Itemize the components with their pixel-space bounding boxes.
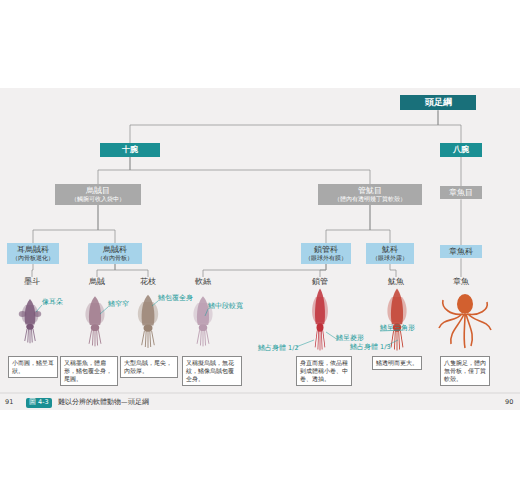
node-note: （觸腕可收入袋中） — [56, 195, 140, 203]
node-title: 八腕 — [442, 145, 480, 155]
tree-connector — [130, 110, 438, 143]
flying-squid-illustration — [387, 289, 406, 351]
leaf-box: 魷魚 — [381, 277, 411, 286]
arm-box: 十腕 — [100, 143, 160, 157]
tree-connector — [438, 110, 461, 143]
node-title: 烏賊科 — [89, 245, 141, 254]
node-title: 花枝 — [133, 277, 163, 286]
family-box: 魷科（眼球外露） — [366, 243, 414, 264]
node-title: 小而圓，鰭呈耳狀。 — [12, 359, 54, 375]
node-title: 軟絲 — [188, 277, 218, 286]
node-title: 章魚目 — [441, 188, 481, 197]
tree-connector — [97, 264, 115, 277]
tree-connector — [461, 157, 462, 186]
tree-connector — [32, 264, 33, 277]
node-title: 墨斗 — [17, 277, 47, 286]
callout-label: 鰭中段較寬 — [208, 303, 243, 311]
callout-label: 鰭呈三角形 — [380, 325, 415, 333]
loligo-squid-illustration — [312, 289, 328, 351]
cuttlefish-illustration — [138, 295, 158, 348]
callout-label: 像耳朵 — [42, 299, 63, 307]
node-note: （眼球外露） — [367, 254, 413, 262]
node-title: 又稱擬烏賊，無花紋，鰭像烏賊包覆全身。 — [186, 359, 238, 383]
leaf-box: 章魚 — [446, 277, 476, 286]
desc-box: 小而圓，鰭呈耳狀。 — [8, 356, 58, 378]
cuttlefish-illustration — [85, 296, 104, 346]
tree-connector — [130, 157, 370, 184]
footer-text: 圖 4-3 — [26, 398, 52, 408]
family-box: 鎖管科（眼球外有膜） — [301, 243, 351, 264]
node-title: 魷科 — [367, 245, 413, 254]
tree-connector — [390, 264, 396, 277]
node-title: 烏賊 — [82, 277, 112, 286]
leader-lines — [36, 301, 404, 347]
callout-label: 鰭窄窄 — [108, 301, 129, 309]
node-note: （體內有透明幾丁質軟殼） — [319, 195, 421, 203]
node-title: 又稱墨魚，體扁形，鰭包覆全身，尾圓。 — [64, 359, 114, 383]
node-title: 大型烏賊，尾尖，內殼厚。 — [124, 359, 174, 375]
tree-connector — [461, 199, 462, 245]
footer-text: 91 — [5, 399, 13, 407]
node-title: 管魷目 — [319, 186, 421, 195]
node-title: 身直而瘦，依品種到成體稱小卷、中卷、透抽。 — [300, 359, 348, 383]
octopus-illustration — [439, 294, 491, 348]
leaf-box: 烏賊 — [82, 277, 112, 286]
callout-label: 鰭占身體 1/2 — [258, 345, 299, 353]
tree-connector — [461, 258, 462, 277]
node-title: 魷魚 — [381, 277, 411, 286]
node-title: 鎖管 — [305, 277, 335, 286]
node-title: 頭足綱 — [402, 97, 474, 108]
callout-label: 鰭包覆全身 — [158, 295, 193, 303]
order-box: 管魷目（體內有透明幾丁質軟殼） — [318, 184, 422, 205]
leaf-box: 鎖管 — [305, 277, 335, 286]
node-title: 鎖管科 — [302, 245, 350, 254]
desc-box: 鰭透明而更大。 — [372, 356, 422, 370]
node-title: 十腕 — [102, 145, 158, 155]
footer-rule — [0, 393, 520, 394]
family-box: 耳烏賊科（內骨板退化） — [7, 243, 59, 264]
node-title: 烏賊目 — [56, 186, 140, 195]
desc-box: 又稱擬烏賊，無花紋，鰭像烏賊包覆全身。 — [182, 356, 242, 386]
footer-text: 難以分辨的軟體動物—頭足綱 — [58, 399, 149, 407]
leaf-box: 軟絲 — [188, 277, 218, 286]
node-note: （眼球外有膜） — [302, 254, 350, 262]
tree-connector — [326, 205, 370, 243]
footer-text: 90 — [505, 399, 513, 407]
callout-label: 鰭占身體 1/3 — [350, 344, 391, 352]
desc-box: 身直而瘦，依品種到成體稱小卷、中卷、透抽。 — [296, 356, 352, 386]
root-box: 頭足綱 — [400, 95, 476, 110]
order-box: 烏賊目（觸腕可收入袋中） — [55, 184, 141, 205]
desc-box: 八隻腕足，體內無骨板，僅丁質軟殼。 — [440, 356, 490, 386]
callout-label: 鰭呈菱形 — [336, 335, 364, 343]
node-note: （有內骨板） — [89, 254, 141, 262]
page-background — [0, 88, 520, 410]
order-box: 章魚目 — [440, 186, 482, 199]
node-title: 章魚 — [446, 277, 476, 286]
leaf-box: 花枝 — [133, 277, 163, 286]
desc-box: 大型烏賊，尾尖，內殼厚。 — [120, 356, 178, 378]
node-title: 耳烏賊科 — [8, 245, 58, 254]
bobtail-squid-illustration — [19, 299, 42, 343]
tree-connector — [33, 205, 98, 243]
node-title: 鰭透明而更大。 — [376, 359, 418, 367]
desc-box: 又稱墨魚，體扁形，鰭包覆全身，尾圓。 — [60, 356, 118, 386]
tree-connector — [115, 264, 148, 277]
tree-connector — [370, 205, 390, 243]
node-note: （內骨板退化） — [8, 254, 58, 262]
node-title: 章魚科 — [441, 247, 481, 256]
family-box: 烏賊科（有內骨板） — [88, 243, 142, 264]
tree-connector — [98, 157, 130, 184]
family-box: 章魚科 — [440, 245, 482, 258]
tree-connector — [203, 264, 326, 277]
tree-connector — [98, 205, 115, 243]
leaf-box: 墨斗 — [17, 277, 47, 286]
arm-box: 八腕 — [440, 143, 482, 157]
node-title: 八隻腕足，體內無骨板，僅丁質軟殼。 — [444, 359, 486, 383]
tree-connector — [320, 264, 326, 277]
